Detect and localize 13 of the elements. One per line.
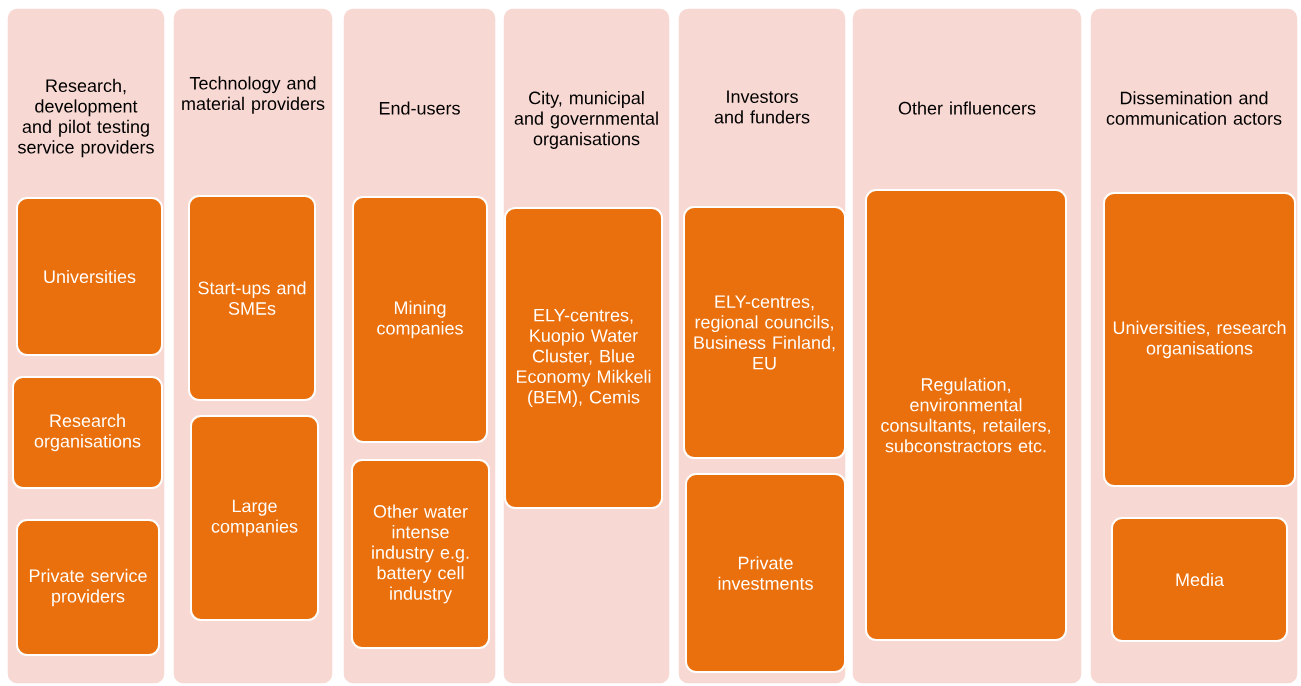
actor-box: ELY-centres, Kuopio Water Cluster, Blue Economy Mikkeli (BEM), Cemis	[504, 207, 663, 509]
actor-box: Private investments	[685, 473, 846, 673]
actor-box: Universities, research organisations	[1103, 192, 1296, 487]
actor-box: Research organisations	[12, 376, 163, 489]
actor-box: ELY-centres, regional councils, Business Finland, EU	[683, 206, 846, 459]
actor-box: Private service providers	[16, 519, 160, 656]
actor-box: Regulation, environmental consultants, retailers, subconstractors etc.	[865, 189, 1067, 641]
actor-box: Other water intense industry e.g. battery cell industry	[351, 459, 490, 649]
actor-box: Universities	[16, 197, 163, 356]
actor-box: Large companies	[190, 415, 319, 621]
actor-box: Mining companies	[352, 196, 488, 443]
actor-box: Media	[1111, 517, 1288, 642]
actor-box: Start-ups and SMEs	[188, 195, 316, 401]
